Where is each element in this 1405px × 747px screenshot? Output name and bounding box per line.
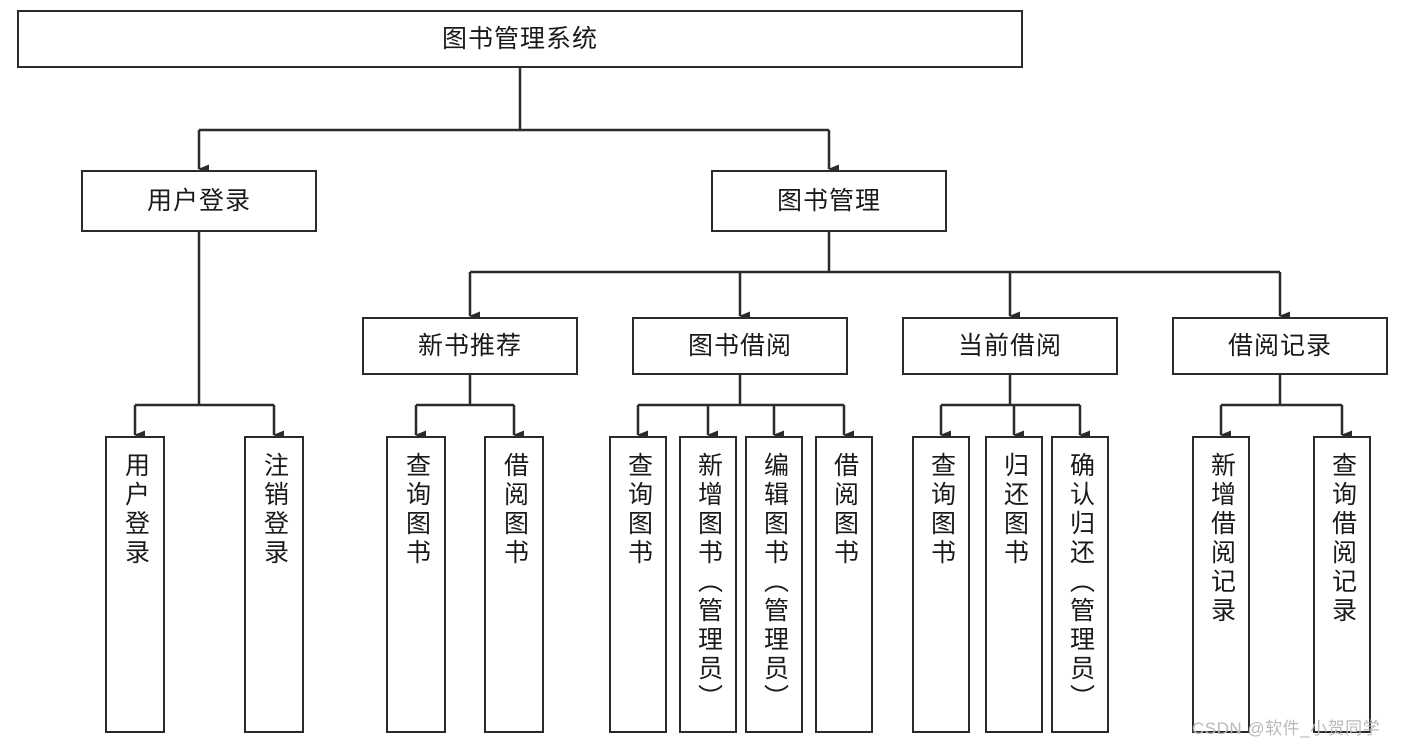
- node-label: 新书推荐: [417, 332, 522, 360]
- node-leaf-0[interactable]: 用户登录: [105, 436, 165, 733]
- node-label: 图书借阅: [687, 332, 792, 360]
- node-label: 查询图书: [402, 452, 431, 568]
- connector-paths: [133, 68, 1352, 440]
- node-label: 用户登录: [121, 452, 150, 568]
- node-leaf-2[interactable]: 查询图书: [386, 436, 446, 733]
- node-leaf-7[interactable]: 借阅图书: [815, 436, 873, 733]
- node-label: 新增借阅记录: [1207, 452, 1236, 626]
- node-root[interactable]: 图书管理系统: [17, 10, 1023, 68]
- node-level2-1[interactable]: 图书管理: [711, 170, 947, 232]
- node-label: 查询借阅记录: [1328, 452, 1357, 626]
- node-leaf-10[interactable]: 确认归还（管理员）: [1051, 436, 1109, 733]
- node-label: 借阅图书: [830, 452, 859, 568]
- node-leaf-1[interactable]: 注销登录: [244, 436, 304, 733]
- node-label: 归还图书: [1000, 452, 1029, 568]
- node-leaf-4[interactable]: 查询图书: [609, 436, 667, 733]
- node-leaf-5[interactable]: 新增图书（管理员）: [679, 436, 737, 733]
- node-level3-3[interactable]: 借阅记录: [1172, 317, 1388, 375]
- node-label: 当前借阅: [957, 332, 1062, 360]
- node-leaf-9[interactable]: 归还图书: [985, 436, 1043, 733]
- node-label: 用户登录: [146, 187, 251, 215]
- node-label: 借阅记录: [1227, 332, 1332, 360]
- node-label: 编辑图书（管理员）: [760, 452, 789, 713]
- node-level3-1[interactable]: 图书借阅: [632, 317, 848, 375]
- node-level3-0[interactable]: 新书推荐: [362, 317, 578, 375]
- node-leaf-11[interactable]: 新增借阅记录: [1192, 436, 1250, 733]
- node-label: 查询图书: [624, 452, 653, 568]
- node-label: 图书管理: [776, 187, 881, 215]
- node-label: 确认归还（管理员）: [1066, 452, 1095, 713]
- node-leaf-3[interactable]: 借阅图书: [484, 436, 544, 733]
- watermark-text: CSDN @软件_小贺同学: [1192, 719, 1381, 738]
- node-leaf-6[interactable]: 编辑图书（管理员）: [745, 436, 803, 733]
- node-label: 新增图书（管理员）: [694, 452, 723, 713]
- node-label: 注销登录: [260, 452, 289, 568]
- node-label: 借阅图书: [500, 452, 529, 568]
- node-level3-2[interactable]: 当前借阅: [902, 317, 1118, 375]
- node-level2-0[interactable]: 用户登录: [81, 170, 317, 232]
- node-label: 图书管理系统: [441, 25, 598, 53]
- node-leaf-8[interactable]: 查询图书: [912, 436, 970, 733]
- node-label: 查询图书: [927, 452, 956, 568]
- node-leaf-12[interactable]: 查询借阅记录: [1313, 436, 1371, 733]
